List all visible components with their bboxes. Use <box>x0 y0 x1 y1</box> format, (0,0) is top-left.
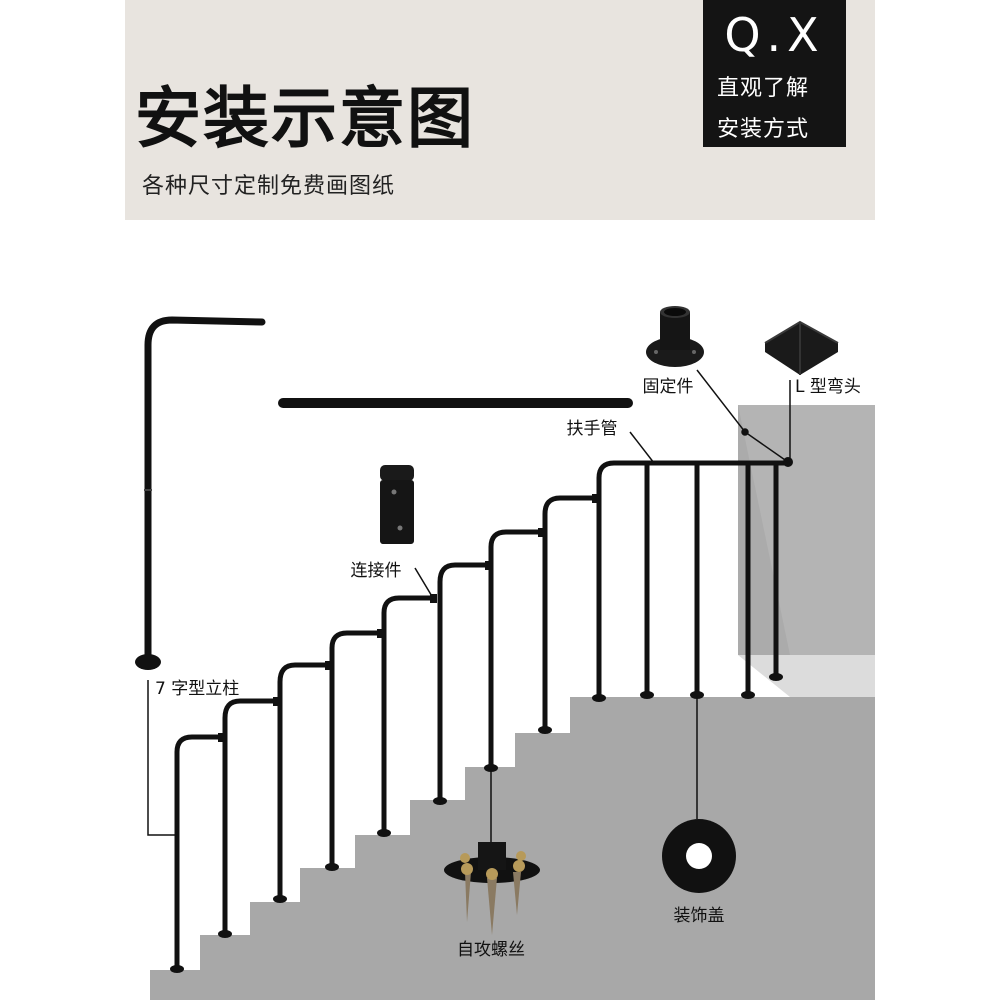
connector-part <box>380 465 414 544</box>
l-elbow-label: L 型弯头 <box>795 377 861 397</box>
page-title: 安装示意图 <box>135 79 475 157</box>
landing-wall <box>738 405 875 697</box>
screws-part <box>444 842 540 935</box>
decorative-cap-part <box>662 819 736 893</box>
joints <box>170 457 793 973</box>
badge-line-2: 安装方式 <box>717 117 810 142</box>
brand-badge: Q.X 直观了解 安装方式 <box>703 0 846 147</box>
connector-label: 连接件 <box>351 561 402 581</box>
seven-post-part <box>135 316 266 670</box>
leader-lines <box>147 369 791 842</box>
screws-label: 自攻螺丝 <box>457 940 525 960</box>
badge-line-1: 直观了解 <box>717 76 810 101</box>
staircase <box>150 697 875 1000</box>
decorative-cap-label: 装饰盖 <box>674 906 725 926</box>
seven-post-label: 7 字型立柱 <box>155 679 239 699</box>
fixing-base-label: 固定件 <box>643 377 694 397</box>
fixing-base-part <box>646 306 704 367</box>
handrail-label: 扶手管 <box>567 419 618 439</box>
page-subtitle: 各种尺寸定制免费画图纸 <box>142 174 396 199</box>
l-elbow-part <box>764 320 839 375</box>
handrail-assembly <box>174 460 793 971</box>
brand-logo: Q.X <box>724 8 825 62</box>
